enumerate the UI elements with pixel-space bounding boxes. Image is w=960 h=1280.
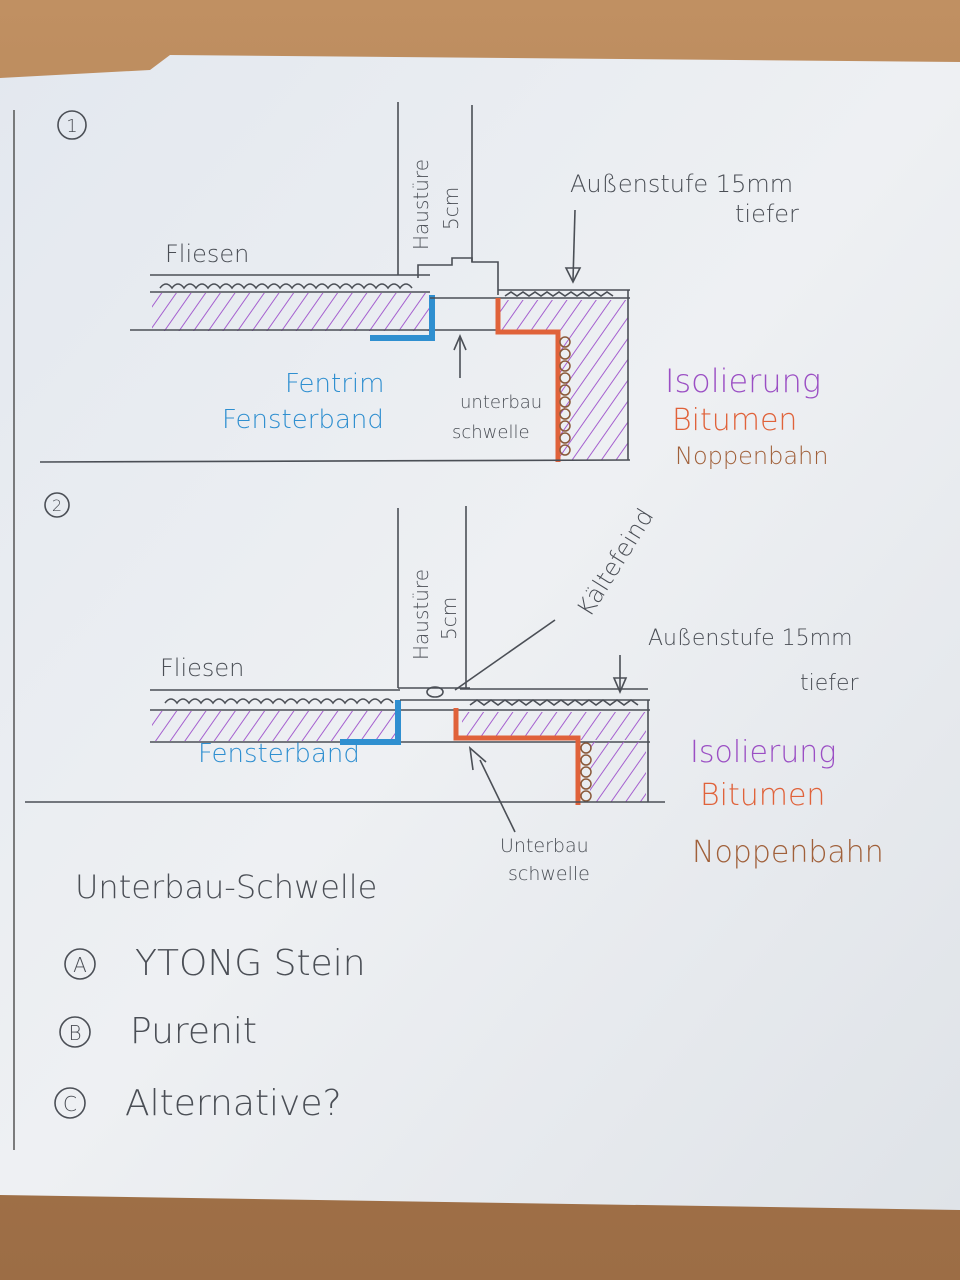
fentrim-label: Fentrim xyxy=(285,369,384,399)
bitumen-legend: Bitumen xyxy=(700,778,825,813)
options-title: Unterbau-Schwelle xyxy=(75,868,377,906)
paper-sheet xyxy=(0,55,960,1210)
sketch-number-circle xyxy=(44,492,70,518)
sketch-number: 1 xyxy=(66,116,77,137)
sill-label: unterbau xyxy=(460,392,542,413)
bitumen-2 xyxy=(453,708,581,805)
option-letter: A xyxy=(73,953,87,977)
tiles-1 xyxy=(159,283,413,290)
sketch-1: 1 Haustüre 5cm Fliesen Außenstufe 15m xyxy=(39,102,828,470)
dimple-sheet-legend: Noppenbahn xyxy=(692,835,884,870)
outer-step-label: Außenstufe 15mm xyxy=(570,170,793,198)
dimple-sheet-legend: Noppenbahn xyxy=(675,442,828,470)
dimple-sheet-2 xyxy=(580,742,592,802)
window-tape-2 xyxy=(340,700,401,745)
door-width-label: 5cm xyxy=(439,187,463,230)
sketch-2: 2 Haustüre 5cm Fliesen Kältefeind Außens… xyxy=(25,492,884,885)
window-tape-label: Fensterband xyxy=(222,405,384,435)
door-label: Haustüre xyxy=(409,159,433,250)
insulation-legend: Isolierung xyxy=(690,735,836,770)
bitumen-1 xyxy=(495,298,561,462)
sill-options: Unterbau-Schwelle A YTONG Stein B Pureni… xyxy=(54,868,377,1124)
door-threshold xyxy=(417,257,499,295)
option-b: B Purenit xyxy=(59,1011,257,1052)
tiles-label: Fliesen xyxy=(160,654,244,682)
insulation-outside-1 xyxy=(560,332,628,460)
option-text: Alternative? xyxy=(125,1083,342,1124)
window-tape-1 xyxy=(370,295,435,341)
outer-step-label: Außenstufe 15mm xyxy=(648,626,853,651)
option-letter: C xyxy=(63,1092,77,1116)
insulation-legend: Isolierung xyxy=(665,362,821,400)
sketch-number: 2 xyxy=(52,496,62,515)
sill-label: Unterbau xyxy=(500,835,589,857)
option-letter: B xyxy=(68,1021,81,1045)
door-width-label: 5cm xyxy=(437,597,461,640)
option-c: C Alternative? xyxy=(54,1083,342,1124)
option-text: YTONG Stein xyxy=(135,943,366,984)
insulation-inside-1 xyxy=(152,293,430,331)
option-text: Purenit xyxy=(130,1011,257,1052)
outer-step-label-2: tiefer xyxy=(735,200,799,228)
cold-enemy-seal xyxy=(426,686,444,698)
option-a: A YTONG Stein xyxy=(64,943,366,984)
outer-step-label-2: tiefer xyxy=(800,671,860,696)
sill-label-2: schwelle xyxy=(452,422,530,443)
door-label: Haustüre xyxy=(409,569,433,660)
window-tape-label: Fensterband xyxy=(198,739,360,769)
sill-label-2: schwelle xyxy=(508,863,590,885)
tiles-label: Fliesen xyxy=(165,240,249,268)
sketch-number-circle xyxy=(57,110,87,140)
dimple-sheet-1 xyxy=(559,336,571,456)
bitumen-legend: Bitumen xyxy=(672,403,797,438)
